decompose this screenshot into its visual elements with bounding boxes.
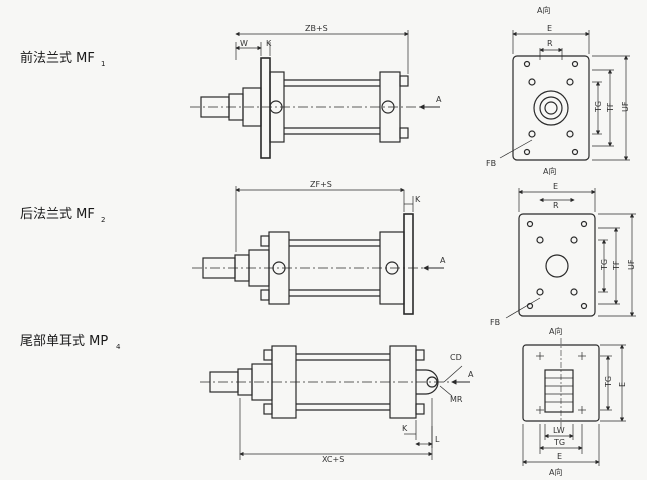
mf1-boss	[533, 90, 569, 126]
row-mp4-title-sub: 4	[116, 343, 121, 351]
mf2-side-view	[192, 186, 444, 315]
row-mf1: 前法兰式 MF 1	[20, 5, 630, 168]
mf2-end-view	[505, 188, 636, 319]
mf1-end-view	[499, 30, 630, 161]
mp4-end-tg: TG	[553, 438, 565, 447]
mf1-end-tf: TF	[606, 102, 615, 113]
mf2-end-r: R	[553, 201, 559, 210]
mp4-view-heading-bottom: A向	[549, 467, 562, 477]
mf1-end-fb: FB	[486, 159, 496, 168]
mp4-end-view	[522, 338, 626, 466]
mp4-view-heading-top: A向	[549, 326, 562, 336]
mf1-rod-circle	[544, 101, 558, 115]
row-mp4: 尾部单耳式 MP 4	[20, 326, 627, 477]
mf2-end-fb: FB	[490, 318, 500, 327]
mp4-end-lw: LW	[553, 426, 565, 435]
mf2-view-heading: A向	[543, 166, 556, 176]
mf1-dim-overall: ZB+S	[305, 24, 328, 33]
mf1-end-e: E	[547, 24, 552, 33]
row-mp4-title: 尾部单耳式 MP	[20, 334, 108, 349]
row-mf2-title: 后法兰式 MF	[20, 207, 95, 222]
mp4-dim-overall: XC+S	[322, 455, 344, 464]
mp4-dim-k: K	[402, 424, 408, 433]
mp4-end-tg-side: TG	[604, 376, 613, 388]
mf2-dim-overall: ZF+S	[310, 180, 332, 189]
mf1-dim-k: K	[266, 39, 272, 48]
mf1-side-view	[190, 30, 440, 159]
mp4-dim-mr: MR	[450, 395, 463, 404]
mf1-view-heading: A向	[537, 5, 550, 15]
mf1-dim-w: W	[240, 39, 248, 48]
row-mf2-title-sub: 2	[101, 216, 105, 224]
mp4-dim-l: L	[435, 435, 440, 444]
row-mf2: 后法兰式 MF 2 ZF+S K A	[20, 166, 636, 327]
mf1-flange	[260, 57, 271, 159]
mf1-end-uf: UF	[621, 101, 630, 112]
mf2-end-uf: UF	[627, 259, 636, 270]
mf2-flange-plate	[518, 213, 596, 317]
mf2-flange	[403, 213, 414, 315]
mf1-end-r: R	[547, 39, 553, 48]
mp4-dim-cd: CD	[450, 353, 462, 362]
mp4-ear-section	[544, 369, 574, 413]
mf2-rod-circle	[545, 254, 569, 278]
mp4-end-e: E	[557, 452, 562, 461]
mp4-end-plate	[522, 344, 600, 422]
mf2-arrow-a: A	[440, 256, 446, 265]
row-mf1-title-sub: 1	[101, 60, 105, 68]
mf2-end-e: E	[553, 182, 558, 191]
mf2-end-tf: TF	[612, 260, 621, 271]
mf2-dim-k: K	[415, 195, 421, 204]
mf1-arrow-a: A	[436, 95, 442, 104]
mp4-arrow-a: A	[468, 370, 474, 379]
row-mf1-title: 前法兰式 MF	[20, 50, 95, 66]
mf1-end-tg: TG	[594, 101, 603, 113]
mf1-flange-plate	[512, 55, 590, 161]
mp4-side-view	[200, 345, 470, 460]
mf2-end-tg: TG	[600, 259, 609, 271]
mp4-end-e-side: E	[618, 382, 627, 387]
